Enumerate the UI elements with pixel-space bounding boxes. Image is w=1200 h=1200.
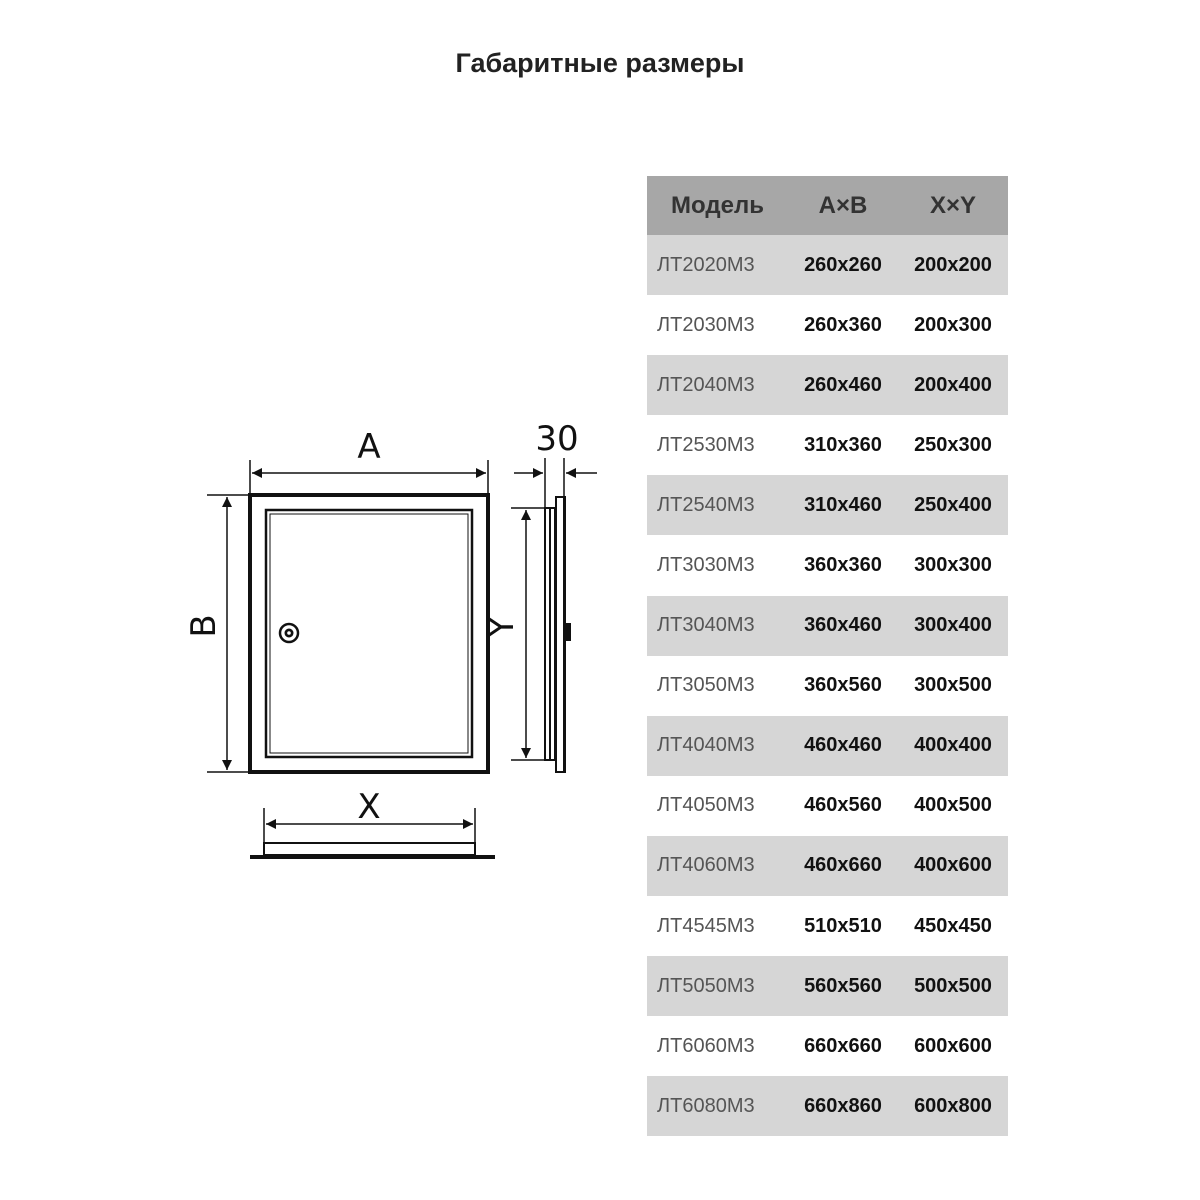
side-view: [544, 496, 571, 773]
cell-model: ЛТ4060М3: [647, 835, 788, 897]
cell-model: ЛТ4040М3: [647, 715, 788, 776]
table-row: ЛТ2530М3 310x360 250x300: [647, 415, 1008, 475]
cell-model: ЛТ2530М3: [657, 433, 755, 456]
door-panel: [264, 508, 474, 759]
cell-ab: 460x660: [788, 835, 898, 897]
cell-model: ЛТ4545М3: [657, 914, 755, 937]
page-title: Габаритные размеры: [455, 48, 745, 78]
cell-ab: 660x860: [788, 1076, 898, 1137]
cell-xy: 250x400: [898, 475, 1008, 536]
cell-xy: 200x300: [914, 313, 992, 336]
cell-ab: 310x460: [788, 475, 898, 536]
cell-ab: 360x560: [804, 674, 882, 697]
cell-xy: 400x400: [898, 715, 1008, 776]
cell-model: ЛТ3040М3: [647, 595, 788, 656]
header-ab: A×B: [788, 176, 898, 235]
cell-model: ЛТ2030М3: [657, 313, 755, 336]
bottom-view: [250, 842, 495, 859]
cell-xy: 600x800: [898, 1076, 1008, 1137]
cell-xy: 250x300: [914, 433, 992, 456]
cell-model: ЛТ6080М3: [647, 1076, 788, 1137]
table-row: ЛТ3050М3 360x560 300x500: [647, 656, 1008, 716]
cell-model: ЛТ6060М3: [657, 1034, 755, 1057]
table-row: ЛТ3030М3 360x360 300x300: [647, 535, 1008, 595]
cell-xy: 200x400: [898, 355, 1008, 416]
cell-model: ЛТ3030М3: [657, 554, 755, 577]
cell-ab: 360x360: [804, 554, 882, 577]
cell-model: ЛТ5050М3: [647, 956, 788, 1017]
cell-ab: 510x510: [804, 914, 882, 937]
table-row: ЛТ4050М3 460x560 400x500: [647, 776, 1008, 836]
dimension-y-label: Y: [482, 616, 522, 638]
cell-xy: 500x500: [898, 956, 1008, 1017]
front-view: [248, 493, 490, 774]
cell-model: ЛТ2040М3: [647, 355, 788, 416]
cell-ab: 560x560: [788, 956, 898, 1017]
cell-xy: 200x200: [898, 235, 1008, 296]
cell-ab: 460x460: [788, 715, 898, 776]
outer-frame: [248, 493, 490, 774]
cell-ab: 360x460: [788, 595, 898, 656]
hatch-diagram: A B 30 Y X: [184, 419, 597, 859]
dimension-y: Y: [482, 507, 545, 761]
dimension-a-label: A: [357, 427, 380, 467]
dimension-x-label: X: [357, 787, 380, 827]
cell-ab: 460x560: [804, 794, 882, 817]
cell-ab: 660x660: [804, 1034, 882, 1057]
cell-ab: 260x460: [788, 355, 898, 416]
dimension-x: X: [263, 787, 476, 843]
lock-icon: [278, 622, 300, 644]
dimension-a: A: [249, 427, 489, 495]
cell-xy: 450x450: [914, 914, 992, 937]
cell-ab: 310x360: [804, 433, 882, 456]
table-row: ЛТ6060М3 660x660 600x600: [647, 1016, 1008, 1076]
cell-xy: 300x500: [914, 674, 992, 697]
cell-xy: 400x500: [914, 794, 992, 817]
cell-model: ЛТ2540М3: [647, 475, 788, 536]
dimension-b: B: [184, 494, 250, 773]
header-xy: X×Y: [898, 176, 1008, 235]
cell-xy: 400x600: [898, 835, 1008, 897]
side-lock-icon: [565, 623, 571, 641]
table-header-row: Модель A×B X×Y: [647, 176, 1008, 235]
cell-ab: 260x360: [804, 313, 882, 336]
cell-model: ЛТ2020М3: [647, 235, 788, 296]
dimension-depth-label: 30: [535, 419, 578, 459]
cell-model: ЛТ4050М3: [657, 794, 755, 817]
dimension-depth: 30: [514, 419, 597, 508]
cell-ab: 260x260: [788, 235, 898, 296]
dimension-b-label: B: [184, 614, 224, 637]
cell-xy: 600x600: [914, 1034, 992, 1057]
table-row: ЛТ4545М3 510x510 450x450: [647, 896, 1008, 956]
cell-model: ЛТ3050М3: [657, 674, 755, 697]
header-model: Модель: [647, 176, 788, 235]
cell-xy: 300x400: [898, 595, 1008, 656]
table-row: ЛТ2030М3 260x360 200x300: [647, 295, 1008, 355]
cell-xy: 300x300: [914, 554, 992, 577]
